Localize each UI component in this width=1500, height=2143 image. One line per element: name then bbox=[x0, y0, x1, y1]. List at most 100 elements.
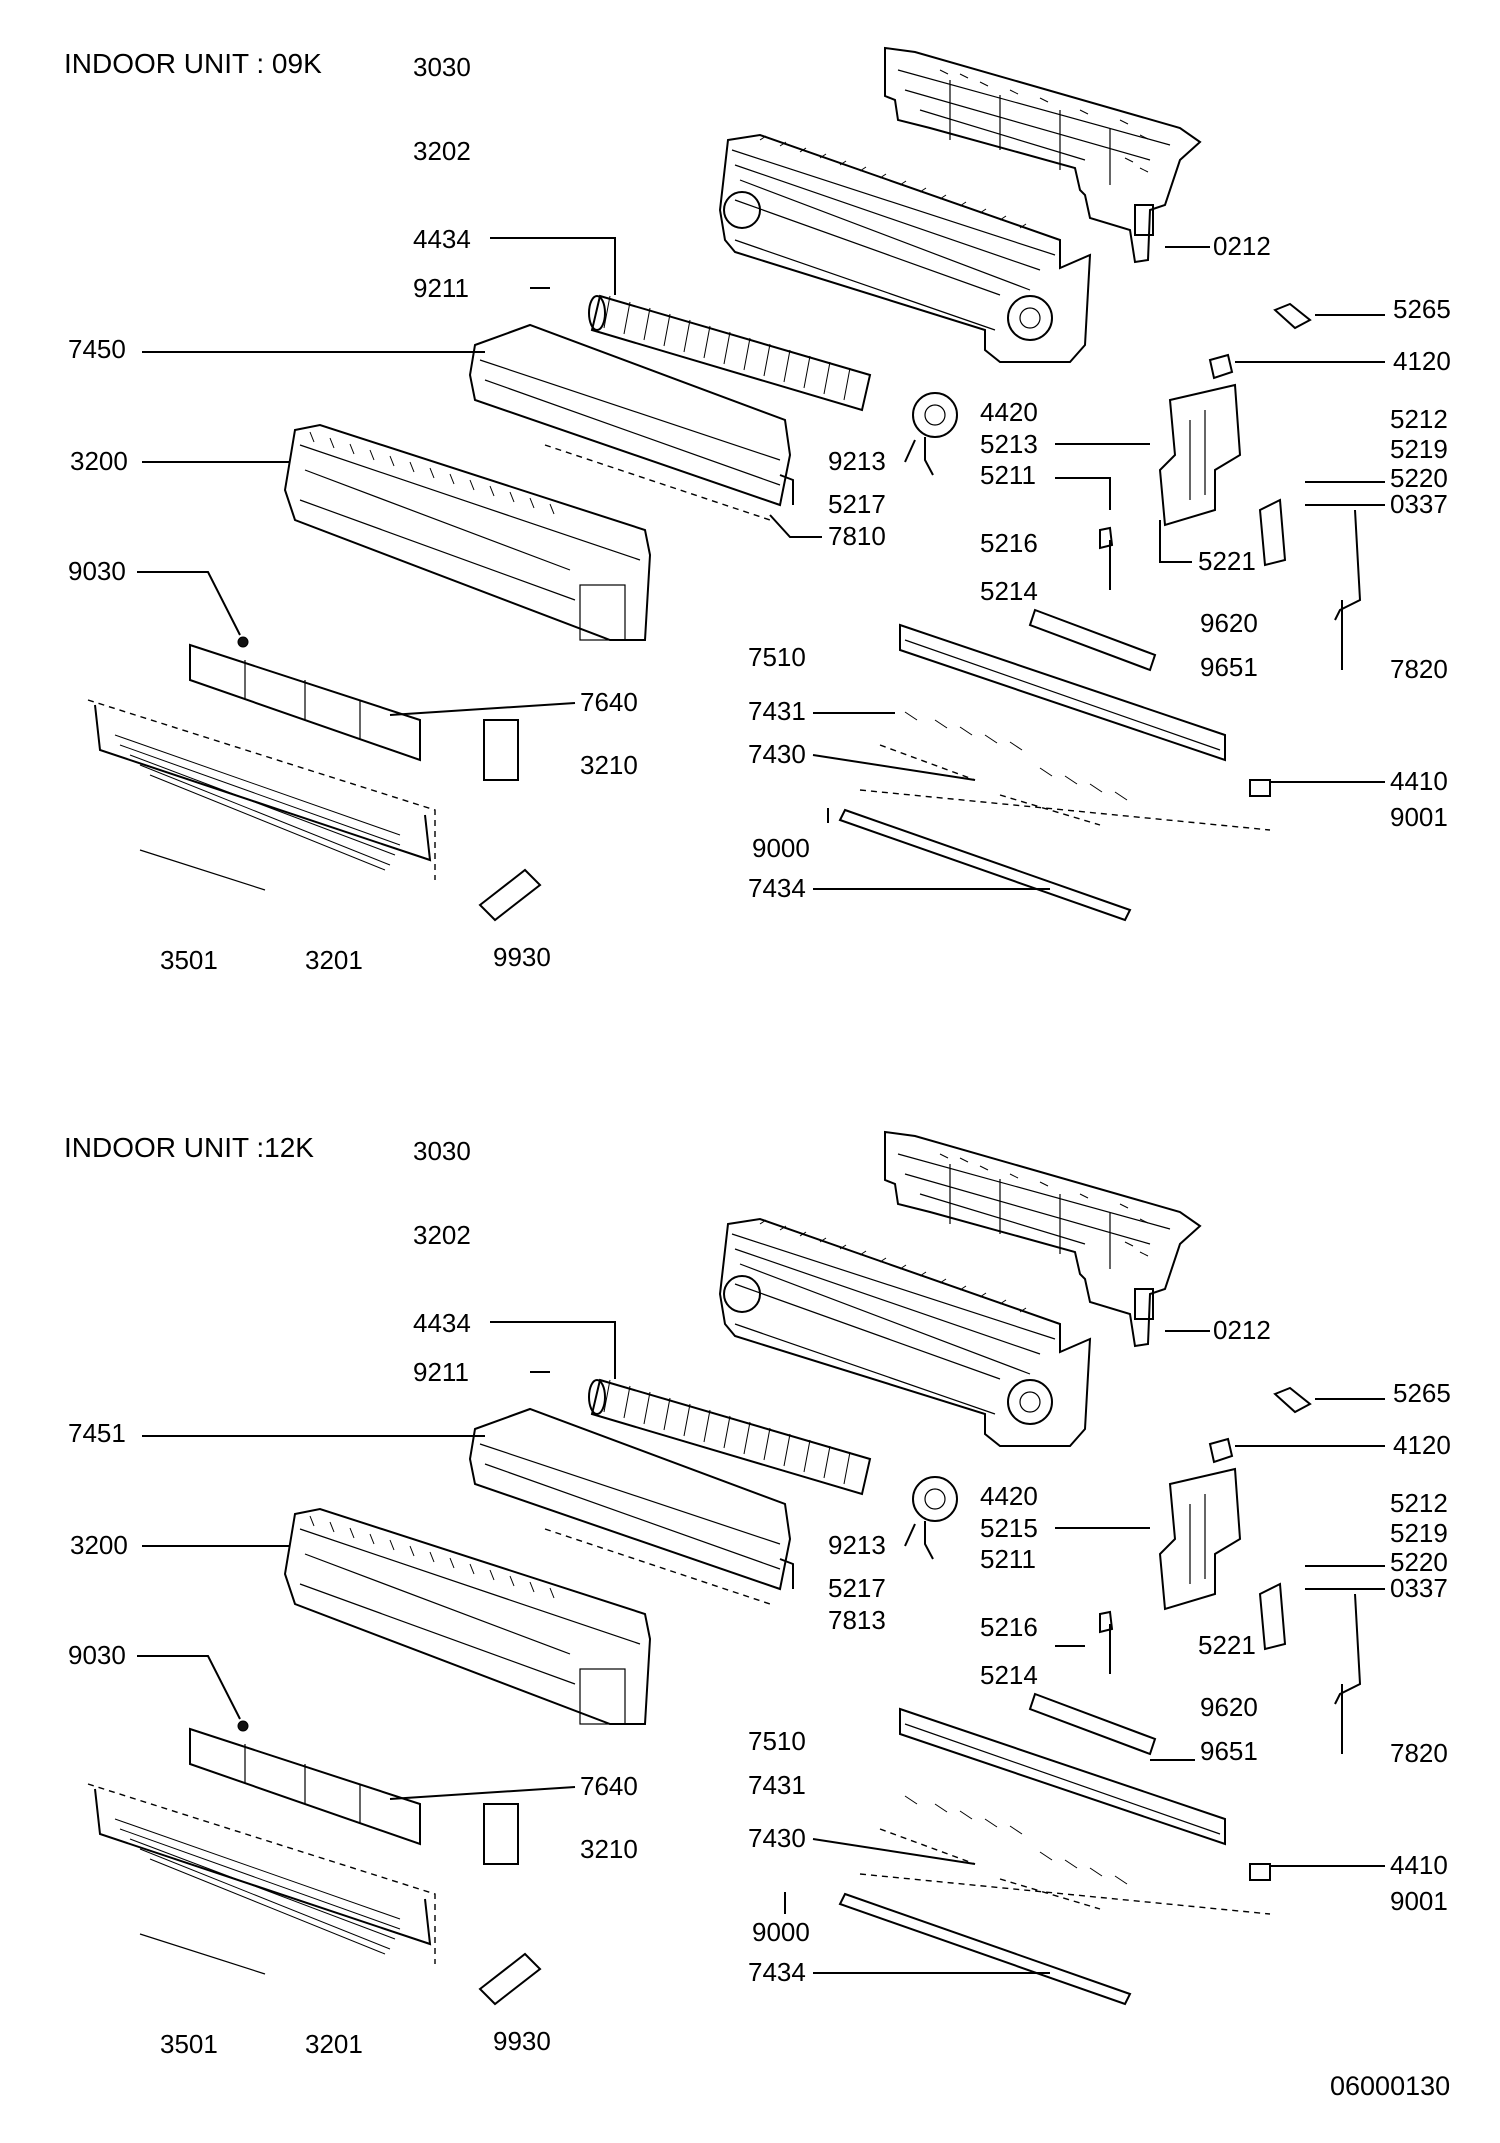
fan-motor-drawing bbox=[912, 392, 958, 476]
part-label: 5212 bbox=[1390, 404, 1448, 434]
part-label: 7510 bbox=[748, 1726, 806, 1756]
part-label: 7434 bbox=[748, 873, 806, 903]
part-label: 4420 bbox=[980, 397, 1038, 427]
part-label: 3201 bbox=[305, 2029, 363, 2059]
part-label: 4434 bbox=[413, 224, 471, 254]
small-cover-drawing bbox=[483, 1803, 519, 1865]
part-label: 7640 bbox=[580, 1771, 638, 1801]
part-label: 7450 bbox=[68, 334, 126, 364]
air-filter-drawing bbox=[189, 636, 421, 762]
part-label: 0212 bbox=[1213, 231, 1271, 261]
part-label: 3030 bbox=[413, 52, 471, 82]
part-label: 0212 bbox=[1213, 1315, 1271, 1345]
front-grille-drawing bbox=[87, 699, 436, 891]
front-panel-drawing bbox=[283, 423, 652, 641]
part-label: 5212 bbox=[1390, 1488, 1448, 1518]
part-label: 5211 bbox=[980, 1544, 1036, 1574]
part-label: 5265 bbox=[1393, 1378, 1451, 1408]
leader-lines bbox=[137, 1321, 1385, 1974]
louver-assembly-drawing bbox=[838, 608, 1271, 922]
part-label: 5214 bbox=[980, 1660, 1038, 1690]
part-label: 4410 bbox=[1390, 766, 1448, 796]
cross-flow-fan-drawing bbox=[588, 1378, 872, 1496]
part-label: 4410 bbox=[1390, 1850, 1448, 1880]
part-label: 4120 bbox=[1393, 346, 1451, 376]
part-label: 5213 bbox=[980, 429, 1038, 459]
part-label: 3210 bbox=[580, 1834, 638, 1864]
part-label: 7640 bbox=[580, 687, 638, 717]
part-label: 9211 bbox=[413, 1357, 469, 1387]
part-label: 3201 bbox=[305, 945, 363, 975]
part-label: 9001 bbox=[1390, 1886, 1448, 1916]
section-09k: INDOOR UNIT : 09K bbox=[64, 46, 1451, 975]
part-label: 5216 bbox=[980, 528, 1038, 558]
part-label: 7430 bbox=[748, 1823, 806, 1853]
part-label: 3501 bbox=[160, 945, 218, 975]
part-label: 5214 bbox=[980, 576, 1038, 606]
part-label: 7431 bbox=[748, 696, 806, 726]
control-box-drawing bbox=[884, 1130, 1202, 1348]
cross-flow-fan-drawing bbox=[588, 294, 872, 412]
section-title: INDOOR UNIT : 09K bbox=[64, 48, 322, 79]
part-label: 5216 bbox=[980, 1612, 1038, 1642]
leader-lines bbox=[137, 237, 1385, 890]
part-label: 3200 bbox=[70, 446, 128, 476]
part-label: 5217 bbox=[828, 489, 886, 519]
part-label: 7820 bbox=[1390, 1738, 1448, 1768]
part-label: 4120 bbox=[1393, 1430, 1451, 1460]
part-label: 4420 bbox=[980, 1481, 1038, 1511]
part-label: 7810 bbox=[828, 521, 886, 551]
electrical-bracket-drawing bbox=[1099, 302, 1362, 621]
louver-assembly-drawing bbox=[838, 1692, 1271, 2006]
part-label: 9213 bbox=[828, 446, 886, 476]
control-box-drawing bbox=[884, 46, 1202, 264]
part-label: 9651 bbox=[1200, 652, 1258, 682]
section-title: INDOOR UNIT :12K bbox=[64, 1132, 314, 1163]
part-label: 3030 bbox=[413, 1136, 471, 1166]
part-label: 5220 bbox=[1390, 463, 1448, 493]
part-label: 5219 bbox=[1390, 434, 1448, 464]
part-label: 9213 bbox=[828, 1530, 886, 1560]
part-label: 9930 bbox=[493, 942, 551, 972]
part-label: 9930 bbox=[493, 2026, 551, 2056]
part-label: 3202 bbox=[413, 136, 471, 166]
remote-holder-drawing bbox=[478, 868, 542, 922]
part-number-labels: 3030 3202 4434 9211 7451 0212 5265 4120 … bbox=[68, 1136, 1451, 2059]
part-label: 9620 bbox=[1200, 1692, 1258, 1722]
part-label: 7510 bbox=[748, 642, 806, 672]
part-label: 4434 bbox=[413, 1308, 471, 1338]
part-label: 9001 bbox=[1390, 802, 1448, 832]
chassis-drawing bbox=[718, 1217, 1092, 1447]
small-cover-drawing bbox=[483, 719, 519, 781]
evaporator-drawing bbox=[468, 323, 792, 521]
part-label: 5219 bbox=[1390, 1518, 1448, 1548]
chassis-drawing bbox=[718, 133, 1092, 363]
document-code: 06000130 bbox=[1330, 2071, 1450, 2101]
part-label: 5220 bbox=[1390, 1547, 1448, 1577]
part-label: 3210 bbox=[580, 750, 638, 780]
part-label: 7431 bbox=[748, 1770, 806, 1800]
part-label: 5215 bbox=[980, 1513, 1038, 1543]
part-label: 5221 bbox=[1198, 1630, 1256, 1660]
part-number-labels: 3030 3202 4434 9211 7450 0212 5265 4120 … bbox=[68, 52, 1451, 975]
remote-holder-drawing bbox=[478, 1952, 542, 2006]
section-12k: INDOOR UNIT :12K bbox=[64, 1130, 1451, 2059]
part-label: 5211 bbox=[980, 460, 1036, 490]
part-label: 3202 bbox=[413, 1220, 471, 1250]
electrical-bracket-drawing bbox=[1099, 1386, 1362, 1705]
part-label: 5221 bbox=[1198, 546, 1256, 576]
air-filter-drawing bbox=[189, 1720, 421, 1846]
part-label: 9211 bbox=[413, 273, 469, 303]
part-label: 9000 bbox=[752, 1917, 810, 1947]
part-label: 0337 bbox=[1390, 1573, 1448, 1603]
part-label: 5217 bbox=[828, 1573, 886, 1603]
front-panel-drawing bbox=[283, 1507, 652, 1725]
part-label: 7813 bbox=[828, 1605, 886, 1635]
part-label: 3200 bbox=[70, 1530, 128, 1560]
part-label: 7434 bbox=[748, 1957, 806, 1987]
part-label: 7820 bbox=[1390, 654, 1448, 684]
evaporator-drawing bbox=[468, 1407, 792, 1605]
part-label: 7430 bbox=[748, 739, 806, 769]
part-label: 9651 bbox=[1200, 1736, 1258, 1766]
